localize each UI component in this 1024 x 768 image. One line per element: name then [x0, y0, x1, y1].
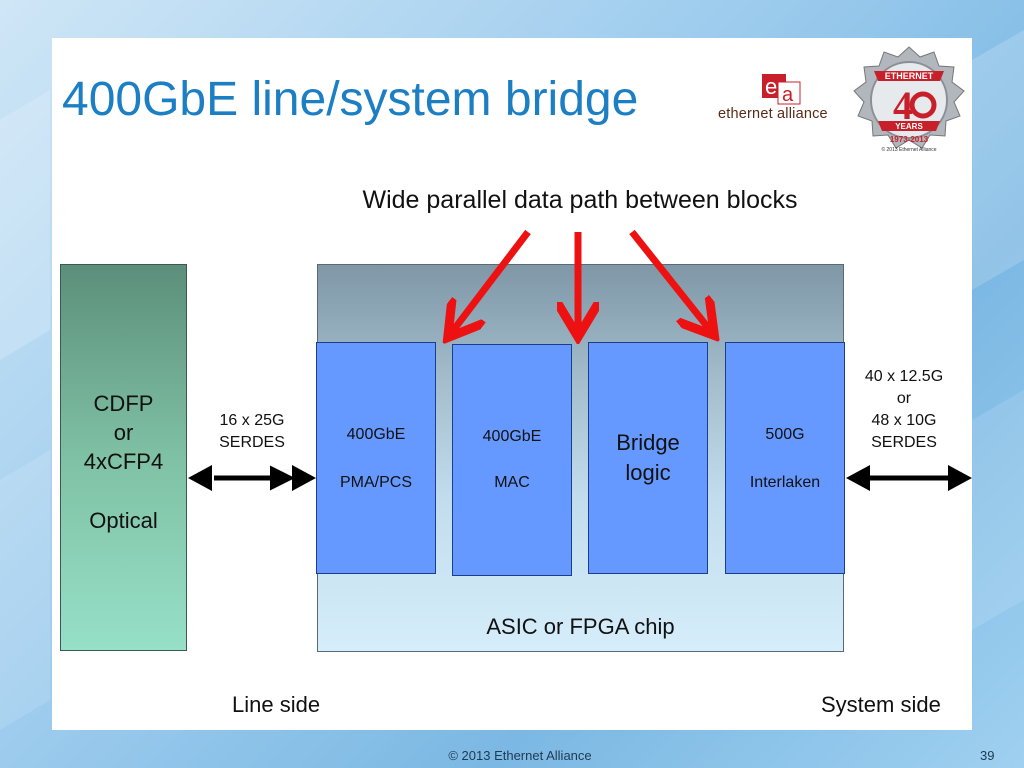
right-link-label: 40 x 12.5G or 48 x 10G SERDES	[846, 366, 962, 454]
svg-text:ETHERNET: ETHERNET	[885, 71, 934, 81]
interlaken-line-1: 500G	[765, 426, 805, 443]
ethernet-40-years-badge: ETHERNET 4 YEARS 1973-2013 © 2013 Ethern…	[853, 46, 965, 153]
svg-text:e: e	[765, 74, 777, 99]
right-link-line-4: SERDES	[871, 434, 937, 451]
svg-text:© 2013 Ethernet Alliance: © 2013 Ethernet Alliance	[881, 146, 936, 153]
chip-label: ASIC or FPGA chip	[486, 614, 675, 639]
right-link-line-3: 48 x 10G	[871, 412, 937, 429]
left-link-label: 16 x 25G SERDES	[196, 410, 308, 454]
bridge-logic-block: Bridge logic	[588, 342, 708, 574]
ethernet-alliance-logo: e a ethernet alliance	[718, 70, 848, 130]
right-link-line-1: 40 x 12.5G	[864, 368, 944, 385]
mac-line-1: 400GbE	[482, 428, 542, 445]
interlaken-line-2: Interlaken	[749, 474, 821, 491]
cdfp-module-label: CDFP or 4xCFP4	[61, 389, 186, 476]
cdfp-line-2: or	[113, 420, 134, 445]
optical-label: Optical	[89, 508, 158, 533]
pma-pcs-block: 400GbE PMA/PCS	[316, 342, 436, 574]
svg-text:4: 4	[893, 83, 913, 128]
bridge-line-1: Bridge	[616, 430, 680, 455]
copyright-footer: © 2013 Ethernet Alliance	[448, 748, 592, 763]
svg-text:a: a	[782, 84, 794, 106]
cdfp-line-3: 4xCFP4	[83, 449, 164, 474]
system-side-label: System side	[821, 692, 941, 717]
right-link-line-2: or	[896, 390, 912, 407]
mac-block: 400GbE MAC	[452, 344, 572, 576]
mac-line-2: MAC	[494, 474, 530, 491]
cdfp-line-1: CDFP	[93, 391, 154, 416]
pma-pcs-line-2: PMA/PCS	[339, 474, 412, 491]
pma-pcs-line-1: 400GbE	[346, 426, 406, 443]
left-link-line-1: 16 x 25G	[219, 412, 285, 429]
slide-title: 400GbE line/system bridge	[62, 73, 639, 126]
bridge-line-2: logic	[625, 460, 671, 485]
line-side-label: Line side	[232, 692, 321, 717]
interlaken-block: 500G Interlaken	[725, 342, 845, 574]
ea-logo-text: ethernet alliance	[718, 106, 828, 122]
page-number: 39	[980, 748, 995, 763]
cdfp-optical-module: CDFP or 4xCFP4 Optical	[60, 264, 187, 651]
ea-logo-icon: e a	[762, 74, 801, 106]
svg-text:1973-2013: 1973-2013	[890, 135, 929, 144]
annotation-text: Wide parallel data path between blocks	[362, 186, 798, 214]
svg-text:YEARS: YEARS	[895, 122, 923, 131]
left-link-line-2: SERDES	[219, 434, 285, 451]
